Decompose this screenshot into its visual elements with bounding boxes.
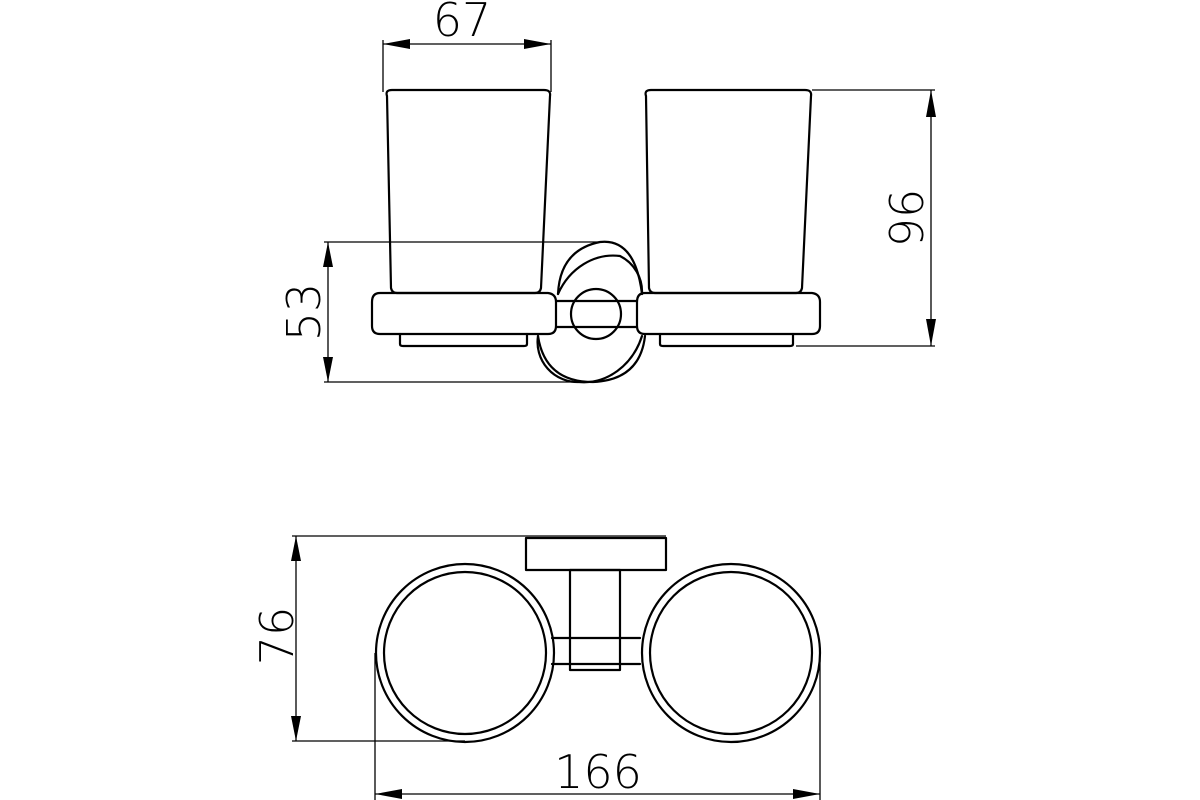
right-tumbler-base [658, 332, 795, 348]
rosette-arc-bottom [536, 334, 647, 384]
left-tumbler [385, 88, 552, 295]
wall-rosette [536, 254, 644, 384]
dim-label-total-height: 96 [880, 189, 934, 248]
left-tumbler-base [398, 332, 529, 348]
right-ring-inner [648, 570, 814, 736]
top-view [374, 536, 822, 744]
left-ring-outer [374, 562, 556, 744]
left-ring-inner [382, 570, 548, 736]
dim-label-total-width: 166 [554, 745, 642, 799]
dimension-lines [291, 39, 936, 800]
center-knob [569, 287, 623, 341]
front-view [370, 88, 822, 384]
right-tumbler [644, 88, 813, 295]
dim-label-depth: 76 [250, 607, 304, 666]
left-holder-ring [370, 291, 558, 336]
dim-label-cup-width: 67 [433, 0, 492, 47]
rosette-arc-left [556, 240, 644, 296]
right-ring-outer [640, 562, 822, 744]
dim-label-mount-height: 53 [277, 283, 331, 342]
mount-stem [568, 568, 622, 672]
right-holder-ring [635, 291, 822, 336]
wall-plate [524, 536, 668, 572]
